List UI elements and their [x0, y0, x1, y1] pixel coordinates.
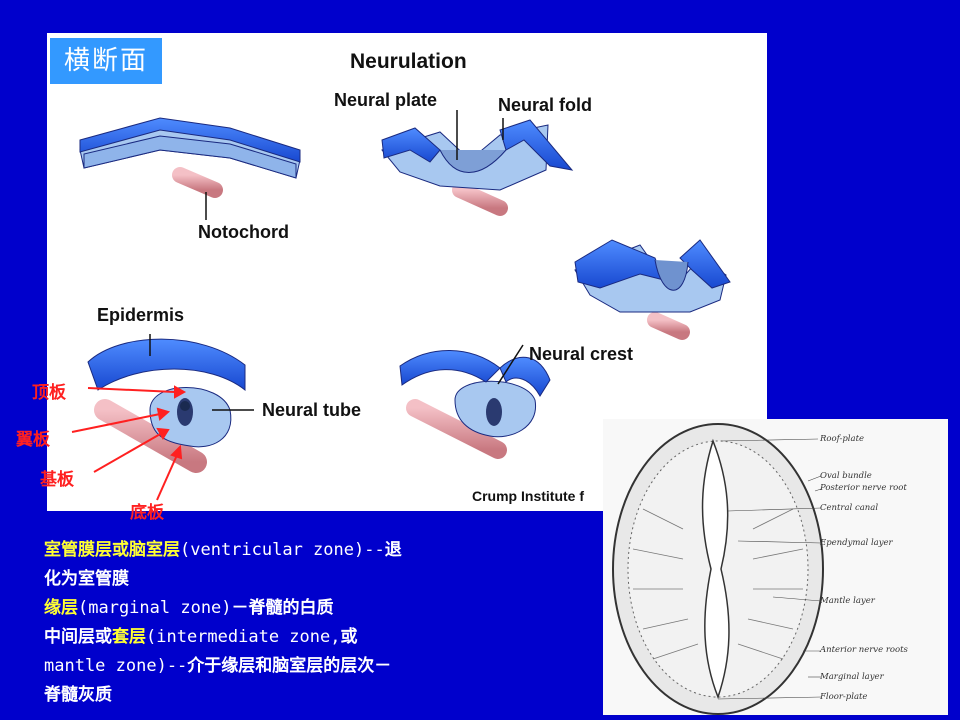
label-floor-plate: 底板: [130, 503, 164, 523]
note-line-5: mantle zone)--介于缘层和脑室层的层次－: [44, 656, 392, 676]
stage-neural-fold: [381, 110, 574, 216]
label-basal-plate: 基板: [40, 470, 74, 490]
section-label-ependymal: Ependymal layer: [820, 538, 893, 548]
label-epidermis: Epidermis: [97, 305, 185, 325]
plate-pointer-arrows: [71, 385, 187, 501]
label-alar-plate: 翼板: [16, 430, 50, 450]
section-label-posterior-root: Posterior nerve root: [820, 483, 907, 493]
section-label-marginal: Marginal layer: [820, 672, 884, 682]
credit-text: Crump Institute f: [472, 488, 584, 504]
spinal-cord-section-drawing: [612, 423, 824, 715]
spinal-cord-section-panel: Roof-plate Oval bundle Posterior nerve r…: [603, 419, 948, 715]
note-line-4: 中间层或套层(intermediate zone,或: [44, 627, 358, 647]
notes-text: 室管膜层或脑室层(ventricular zone)--退 化为室管膜 缘层(m…: [44, 536, 514, 710]
section-label-central-canal: Central canal: [820, 503, 879, 513]
stage-neural-groove: [574, 239, 731, 340]
stage-neural-crest: [399, 344, 551, 459]
section-label-mantle: Mantle layer: [820, 596, 875, 606]
label-neural-tube: Neural tube: [262, 400, 362, 420]
label-neural-plate: Neural plate: [334, 90, 438, 110]
diagram-heading: Neurulation: [350, 50, 467, 73]
label-roof-plate: 顶板: [32, 383, 66, 403]
stage-flat-plate: [79, 117, 301, 220]
note-line-3: 缘层(marginal zone)－脊髓的白质: [44, 598, 334, 618]
note-line-6: 脊髓灰质: [44, 685, 112, 705]
section-label-roof-plate: Roof-plate: [820, 434, 865, 444]
label-neural-crest: Neural crest: [529, 344, 634, 364]
section-label-oval-bundle: Oval bundle: [820, 471, 872, 481]
section-label-floor-plate: Floor-plate: [820, 692, 868, 702]
note-line-2: 化为室管膜: [44, 569, 129, 589]
note-line-1: 室管膜层或脑室层(ventricular zone)--退: [44, 540, 402, 560]
stage-neural-tube: [87, 334, 254, 473]
label-notochord: Notochord: [198, 222, 289, 242]
label-neural-fold: Neural fold: [498, 95, 593, 115]
page-title: 横断面: [50, 38, 162, 84]
section-label-anterior-root: Anterior nerve roots: [820, 645, 908, 655]
